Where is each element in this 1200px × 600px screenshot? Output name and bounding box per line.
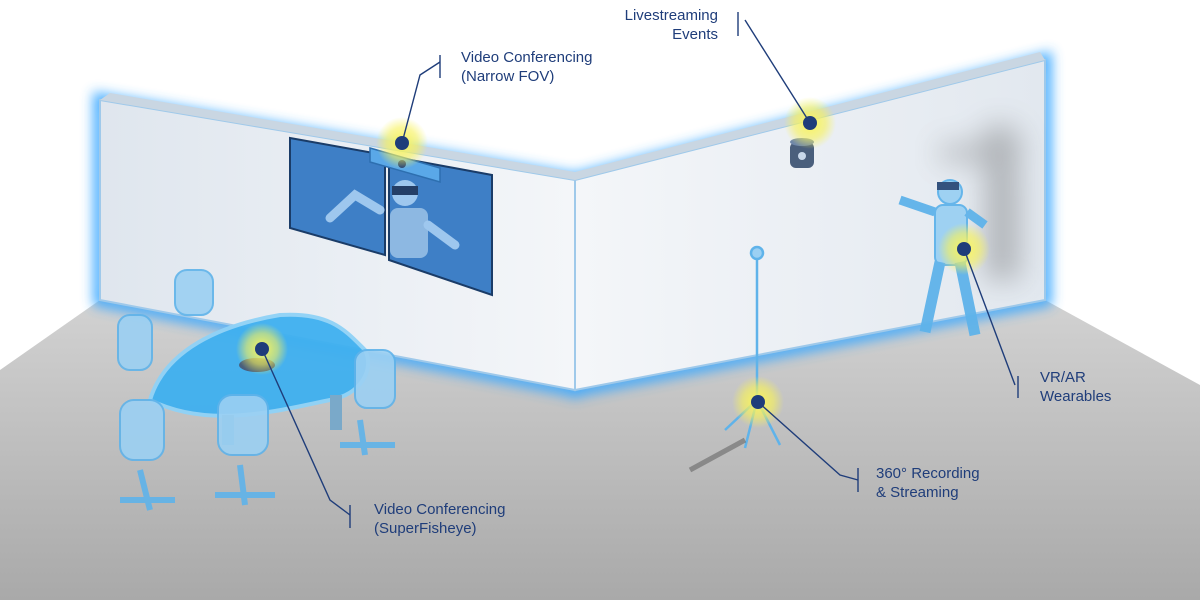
marker-dots <box>255 116 971 409</box>
marker-narrow-fov[interactable] <box>395 136 409 150</box>
person-shadow <box>940 124 1022 280</box>
label-line: Events <box>672 26 718 43</box>
label-line: 360° Recording <box>876 465 980 482</box>
marker-vr-ar[interactable] <box>957 242 971 256</box>
display-screens <box>289 136 493 297</box>
wall-top-left <box>100 93 575 180</box>
label-line: Video Conferencing <box>461 49 593 66</box>
label-line: VR/AR <box>1040 369 1086 386</box>
label-video-conferencing-narrow-fov: Video Conferencing (Narrow FOV) <box>461 48 592 86</box>
marker-livestreaming[interactable] <box>803 116 817 130</box>
marker-360-recording[interactable] <box>751 395 765 409</box>
360-camera-tripod-icon <box>688 245 782 473</box>
marker-superfisheye[interactable] <box>255 342 269 356</box>
label-line: Livestreaming <box>624 7 718 24</box>
label-line: (Narrow FOV) <box>461 68 555 85</box>
chairs <box>117 269 396 511</box>
label-line: & Streaming <box>876 484 959 501</box>
label-line: (SuperFisheye) <box>374 520 477 537</box>
leader-lines <box>261 12 1019 528</box>
label-line: Video Conferencing <box>374 501 506 518</box>
label-video-conferencing-superfisheye: Video Conferencing (SuperFisheye) <box>374 500 505 538</box>
label-360-recording-streaming: 360° Recording & Streaming <box>876 464 980 502</box>
label-line: Wearables <box>1040 388 1112 405</box>
label-vr-ar-wearables: VR/AR Wearables <box>1040 368 1111 406</box>
label-livestreaming-events: Livestreaming Events <box>625 6 718 44</box>
